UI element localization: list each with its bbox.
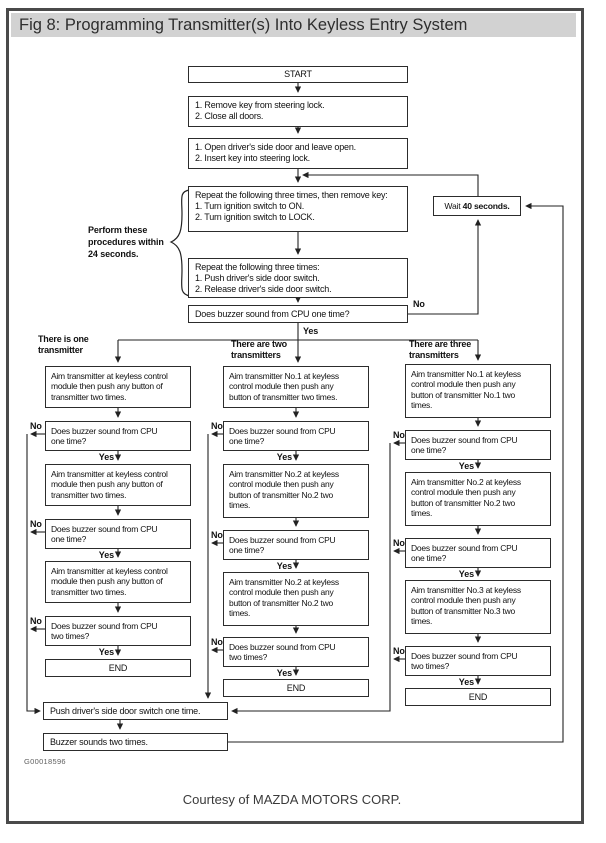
- figure-title-bar: Fig 8: Programming Transmitter(s) Into K…: [11, 13, 576, 37]
- no-label: No: [211, 637, 223, 647]
- repeat-ignition-box: Repeat the following three times, then r…: [188, 186, 408, 232]
- no-label: No: [30, 519, 42, 529]
- column-header-one-transmitter: There is one transmitter: [38, 334, 89, 355]
- col3-aim-box-2: Aim transmitter No.2 at keyless control …: [405, 472, 551, 526]
- col1-aim-box-1: Aim transmitter at keyless control modul…: [45, 366, 191, 408]
- page-title: Fig 8: Programming Transmitter(s) Into K…: [19, 16, 468, 34]
- col3-question-1: Does buzzer sound from CPU one time?: [405, 430, 551, 460]
- col3-question-3: Does buzzer sound from CPU two times?: [405, 646, 551, 676]
- col1-question-1: Does buzzer sound from CPU one time?: [45, 421, 191, 451]
- col2-aim-box-2: Aim transmitter No.2 at keyless control …: [223, 464, 369, 518]
- yes-label: Yes: [276, 561, 292, 571]
- col3-end-box: END: [405, 688, 551, 706]
- wait-text: Wait: [444, 201, 463, 211]
- no-label: No: [211, 530, 223, 540]
- col2-question-2: Does buzzer sound from CPU one time?: [223, 530, 369, 560]
- yes-label: Yes: [276, 452, 292, 462]
- col2-aim-box-1: Aim transmitter No.1 at keyless control …: [223, 366, 369, 408]
- col3-aim-box-1: Aim transmitter No.1 at keyless control …: [405, 364, 551, 418]
- yes-label: Yes: [458, 461, 474, 471]
- courtesy-text: Courtesy of MAZDA MOTORS CORP.: [182, 792, 402, 807]
- wait-bold-text: 40 seconds.: [462, 201, 510, 211]
- yes-label: Yes: [458, 569, 474, 579]
- repeat-door-switch-box: Repeat the following three times: 1. Pus…: [188, 258, 408, 298]
- no-label: No: [413, 299, 425, 309]
- yes-label: Yes: [303, 326, 319, 336]
- col2-end-box: END: [223, 679, 369, 697]
- col1-aim-box-2: Aim transmitter at keyless control modul…: [45, 464, 191, 506]
- col2-aim-box-3: Aim transmitter No.2 at keyless control …: [223, 572, 369, 626]
- wait-40-seconds-box: Wait 40 seconds.: [433, 196, 521, 216]
- column-header-two-transmitters: There are two transmitters: [231, 339, 287, 360]
- yes-label: Yes: [458, 677, 474, 687]
- col3-aim-box-3: Aim transmitter No.3 at keyless control …: [405, 580, 551, 634]
- no-label: No: [393, 538, 405, 548]
- yes-label: Yes: [98, 550, 114, 560]
- col3-question-2: Does buzzer sound from CPU one time?: [405, 538, 551, 568]
- no-label: No: [30, 421, 42, 431]
- push-door-switch-box: Push driver's side door switch one time.: [43, 702, 228, 720]
- figure-code: G00018596: [24, 757, 66, 766]
- col2-question-1: Does buzzer sound from CPU one time?: [223, 421, 369, 451]
- yes-label: Yes: [276, 668, 292, 678]
- col1-question-2: Does buzzer sound from CPU one time?: [45, 519, 191, 549]
- buzzer-question-main-box: Does buzzer sound from CPU one time?: [188, 305, 408, 323]
- col1-aim-box-3: Aim transmitter at keyless control modul…: [45, 561, 191, 603]
- yes-label: Yes: [98, 452, 114, 462]
- start-box: START: [188, 66, 408, 83]
- col2-question-3: Does buzzer sound from CPU two times?: [223, 637, 369, 667]
- no-label: No: [393, 646, 405, 656]
- column-header-three-transmitters: There are three transmitters: [409, 339, 472, 360]
- no-label: No: [393, 430, 405, 440]
- remove-key-step-box: 1. Remove key from steering lock. 2. Clo…: [188, 96, 408, 127]
- col1-end-box: END: [45, 659, 191, 677]
- col1-question-3: Does buzzer sound from CPU two times?: [45, 616, 191, 646]
- yes-label: Yes: [98, 647, 114, 657]
- no-label: No: [211, 421, 223, 431]
- no-label: No: [30, 616, 42, 626]
- open-door-step-box: 1. Open driver's side door and leave ope…: [188, 138, 408, 169]
- note-24-seconds: Perform these procedures within 24 secon…: [88, 225, 164, 259]
- buzzer-two-times-box: Buzzer sounds two times.: [43, 733, 228, 751]
